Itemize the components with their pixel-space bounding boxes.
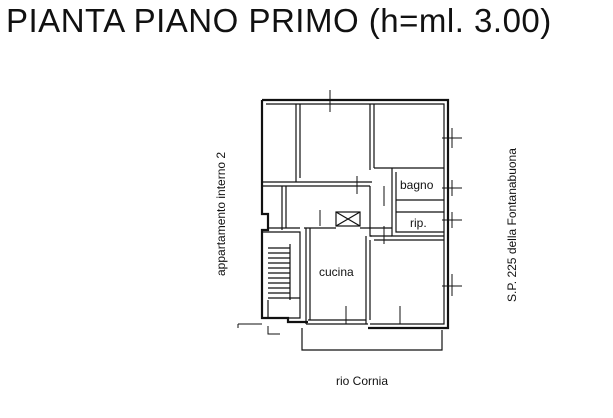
room-label-cucina: cucina <box>319 265 354 279</box>
label-rio: rio Cornia <box>336 374 389 388</box>
wall-mid-horizontal <box>262 181 372 187</box>
label-appartamento-interno: appartamento interno 2 <box>214 151 228 276</box>
stair-landing <box>267 297 300 318</box>
outer-wall-inner-line <box>266 103 445 325</box>
room-label-rip: rip. <box>410 216 427 230</box>
window-ticks <box>319 90 462 324</box>
room-label-bagno: bagno <box>400 178 434 192</box>
vent-shaft <box>335 211 361 227</box>
wall-bottom <box>306 319 368 325</box>
plan-title: PIANTA PIANO PRIMO (h=ml. 3.00) <box>6 2 552 39</box>
wall-cucina <box>305 228 371 324</box>
label-strada-provinciale: S.P. 225 della Fontanabuona <box>505 148 519 302</box>
stair-outline <box>262 231 301 319</box>
outer-wall <box>260 98 450 330</box>
wall-lower-horizontal <box>268 227 444 241</box>
stair-steps <box>268 247 290 294</box>
wall-top-rooms <box>295 104 375 182</box>
balcony-line <box>301 328 443 351</box>
